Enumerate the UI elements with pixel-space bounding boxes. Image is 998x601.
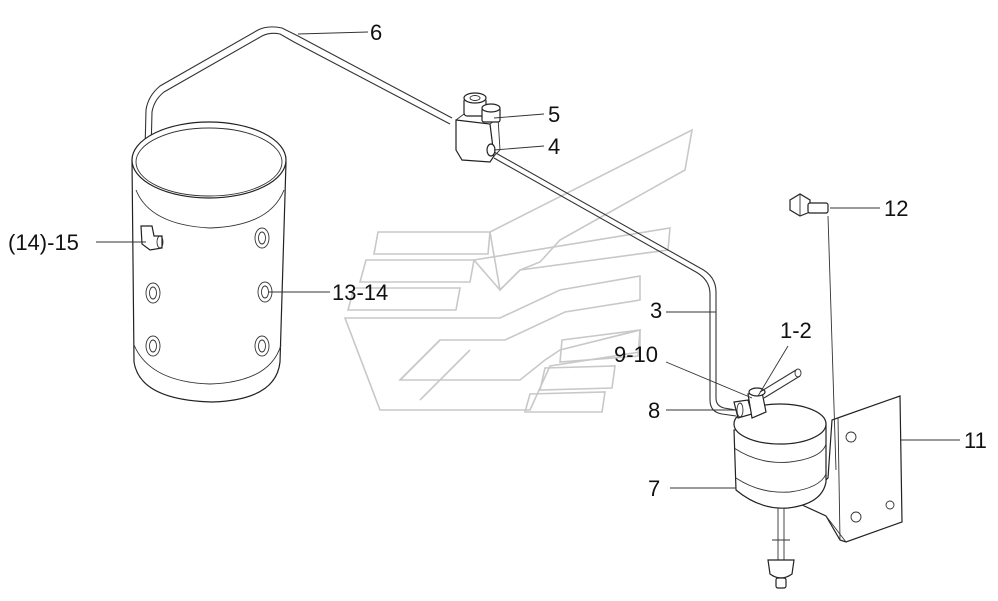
pipe-3 bbox=[493, 151, 737, 417]
callout-1-2: 1-2 bbox=[780, 318, 812, 343]
callout-9-10: 9-10 bbox=[614, 342, 658, 367]
pipe-6 bbox=[142, 26, 453, 231]
valve-assembly bbox=[455, 92, 501, 163]
fitting-8 bbox=[733, 387, 767, 419]
callout-4: 4 bbox=[548, 134, 560, 159]
air-tank bbox=[131, 121, 287, 403]
callout-11: 11 bbox=[964, 428, 987, 453]
callout-12: 12 bbox=[884, 196, 908, 221]
elbow-fitting-15 bbox=[140, 225, 164, 251]
tank-port bbox=[145, 227, 273, 357]
callout-3: 3 bbox=[650, 298, 662, 323]
callout-14-15: (14)-15 bbox=[8, 230, 79, 255]
callout-labels: 6 5 4 12 (14)-15 13-14 3 1-2 9-10 8 11 7 bbox=[8, 20, 987, 501]
callout-8: 8 bbox=[648, 398, 660, 423]
callout-13-14: 13-14 bbox=[332, 280, 388, 305]
tube-1-2 bbox=[759, 368, 802, 399]
canister-7 bbox=[733, 403, 827, 589]
callout-7: 7 bbox=[648, 476, 660, 501]
leader-lines bbox=[96, 31, 960, 489]
callout-6: 6 bbox=[370, 20, 382, 45]
callout-5: 5 bbox=[548, 102, 560, 127]
bolt-12 bbox=[789, 193, 837, 471]
